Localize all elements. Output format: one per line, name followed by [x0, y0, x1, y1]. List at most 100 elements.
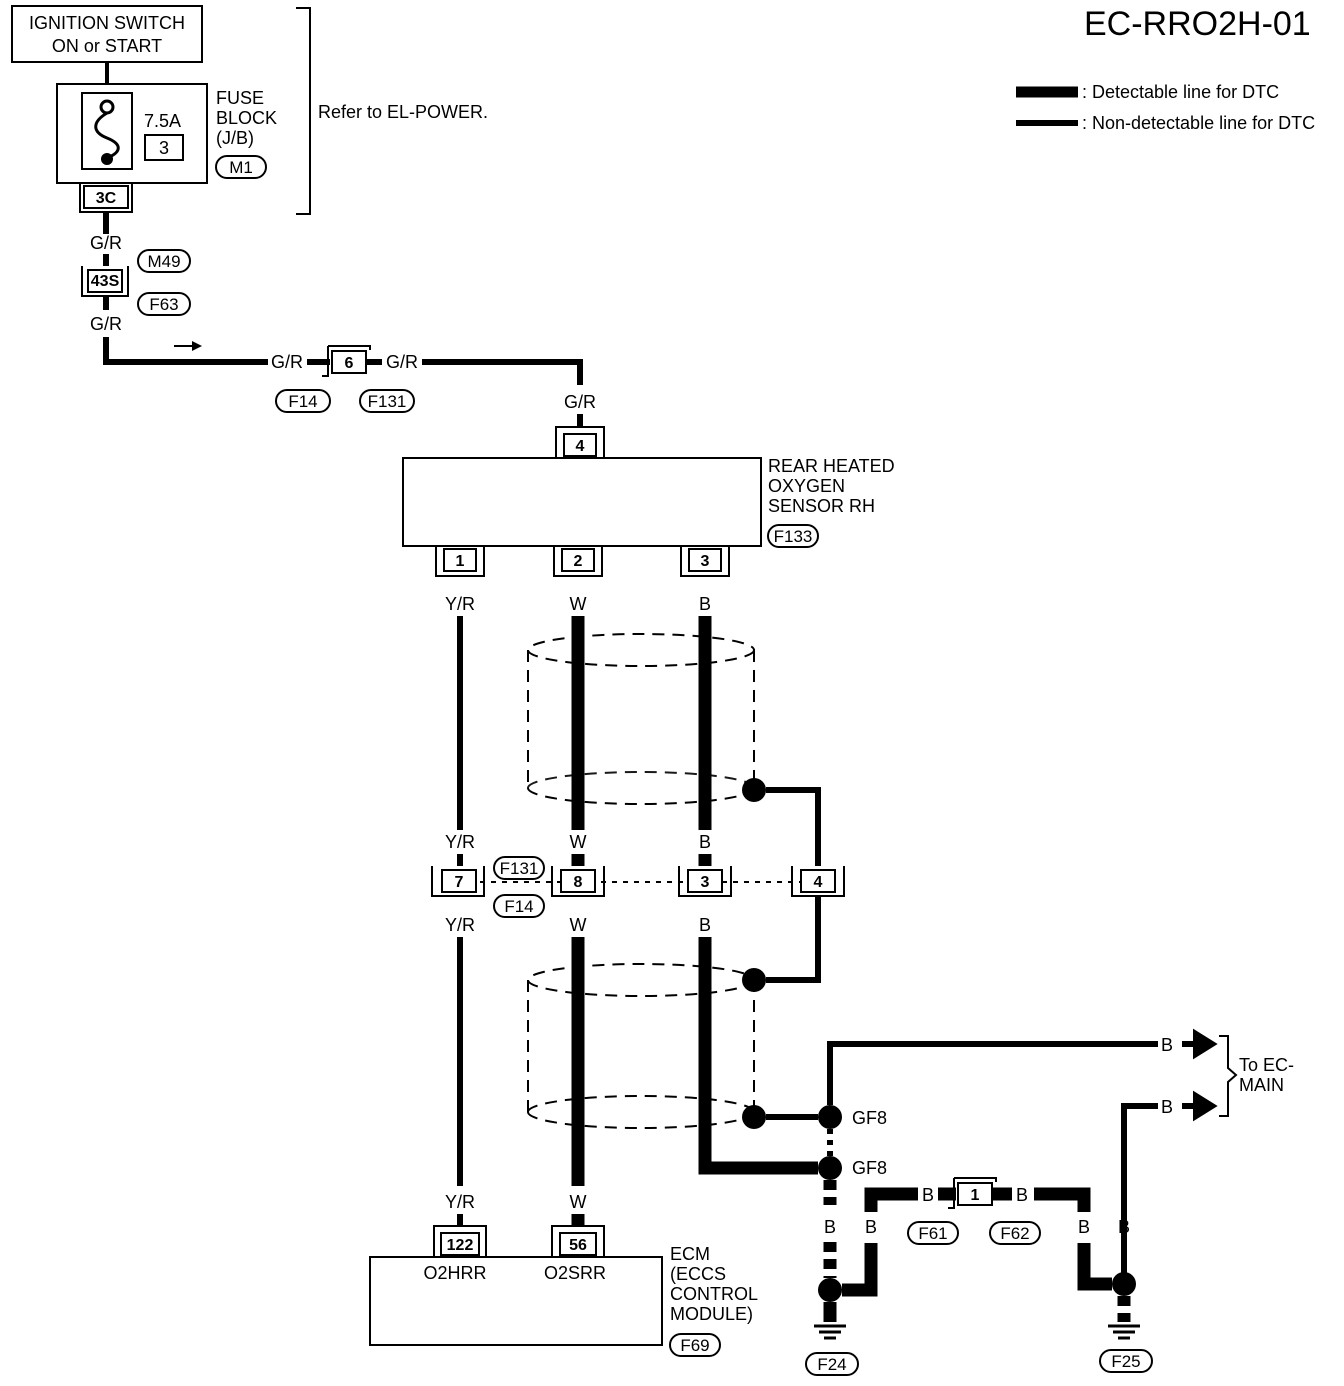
ecm-line3: CONTROL: [670, 1284, 758, 1304]
sensor-pin-1: 1: [456, 553, 465, 570]
ecm-box: [369, 1256, 663, 1346]
fuse-number: 3: [159, 138, 169, 158]
ecm-line1: ECM: [670, 1244, 710, 1264]
connector-f131-top: F131: [368, 392, 407, 411]
fuse-label1: FUSE: [216, 88, 264, 108]
fuse-connector-m1: M1: [229, 158, 253, 177]
shield-ground-dot-3: [742, 1105, 766, 1129]
ecm-term-o2srr: O2SRR: [544, 1263, 606, 1283]
sensor-line2: OXYGEN: [768, 476, 845, 496]
wire-b-3: B: [699, 915, 711, 935]
sensor-line3: SENSOR RH: [768, 496, 875, 516]
wire-yr-3: Y/R: [445, 915, 475, 935]
connector-f24: F24: [817, 1355, 846, 1374]
connector-m49: M49: [147, 252, 180, 271]
wire-yr-1: Y/R: [445, 594, 475, 614]
arrow-right-icon-1: [1182, 1028, 1218, 1060]
wire-w-1: W: [570, 594, 587, 614]
wire-b-f25a: B: [1078, 1217, 1090, 1237]
fuse-label3: (J/B): [216, 128, 254, 148]
legend-detectable: : Detectable line for DTC: [1082, 82, 1279, 102]
to-ec-main-line2: MAIN: [1239, 1075, 1284, 1095]
wire-b-to-main-1: B: [1161, 1035, 1173, 1055]
arrow-right-icon-2: [1182, 1090, 1218, 1122]
connector-f69: F69: [680, 1336, 709, 1355]
joint-pin-7: 7: [455, 874, 464, 891]
arrow-right-icon: [192, 341, 202, 351]
connector-6: 6: [345, 355, 354, 372]
wire-w-4: W: [570, 1192, 587, 1212]
connector-f133: F133: [774, 527, 813, 546]
gf8-label-2: GF8: [852, 1158, 887, 1178]
wire-gr-3: G/R: [271, 352, 303, 372]
ignition-line1: IGNITION SWITCH: [29, 13, 185, 33]
fuse-label2: BLOCK: [216, 108, 277, 128]
fuse-icon: [94, 111, 120, 160]
gf8-dot-2: [818, 1156, 842, 1180]
fuse-terminal: 3C: [96, 190, 117, 207]
connector-f25: F25: [1111, 1352, 1140, 1371]
wire-b-f61: B: [922, 1185, 934, 1205]
wire-b-f62: B: [1016, 1185, 1028, 1205]
ecm-pin-122: 122: [447, 1237, 474, 1254]
ignition-line2: ON or START: [52, 36, 162, 56]
sensor-pin-1-group: 1: [435, 546, 485, 577]
ground-dot-f25: [1112, 1272, 1136, 1296]
joint-pin-8: 8: [574, 874, 583, 891]
joint-pin-4-group: 4: [791, 866, 845, 897]
shield-ground-dot-1: [742, 778, 766, 802]
shield-ground-dot-2: [742, 968, 766, 992]
wire-b-2: B: [699, 832, 711, 852]
sensor-line1: REAR HEATED: [768, 456, 895, 476]
wire-b-f24b: B: [865, 1217, 877, 1237]
power-note: Refer to EL-POWER.: [318, 102, 488, 122]
connector-f14-mid: F14: [504, 897, 533, 916]
sensor-pin-4: 4: [576, 438, 585, 455]
connector-f14-top: F14: [288, 392, 317, 411]
wire-gr-2: G/R: [90, 314, 122, 334]
ground-dot-f24: [818, 1278, 842, 1302]
wire-b-lower: [698, 937, 818, 1175]
ground-symbol-f24: [814, 1324, 846, 1340]
joint-pin-3: 3: [701, 874, 710, 891]
gf8-label-1: GF8: [852, 1108, 887, 1128]
wire-b-f25b: B: [1118, 1217, 1130, 1237]
to-ec-main-line1: To EC-: [1239, 1055, 1294, 1075]
sensor-pin-3-group: 3: [680, 546, 730, 577]
connector-f61: F61: [918, 1224, 947, 1243]
wire-gr-1: G/R: [90, 233, 122, 253]
page-title: EC-RRO2H-01: [1084, 5, 1311, 43]
connector-f62: F62: [1000, 1224, 1029, 1243]
wire-b-f24a: B: [824, 1217, 836, 1237]
wire-w-3: W: [570, 915, 587, 935]
gf8-dot-1: [818, 1105, 842, 1129]
ground-symbol-f25: [1108, 1324, 1140, 1340]
wire-yr-2: Y/R: [445, 832, 475, 852]
joint-pin-8-group: 8: [551, 866, 605, 897]
wire-b-1: B: [699, 594, 711, 614]
wire-b-to-main-2: B: [1161, 1097, 1173, 1117]
ecm-line2: (ECCS: [670, 1264, 726, 1284]
fuse-rating: 7.5A: [144, 111, 181, 131]
wire-w-2: W: [570, 832, 587, 852]
sensor-pin-3: 3: [701, 553, 710, 570]
connector-43s: 43S: [91, 273, 120, 290]
upper-shield: [527, 633, 755, 805]
connector-f63: F63: [149, 295, 178, 314]
legend-non-detectable: : Non-detectable line for DTC: [1082, 113, 1315, 133]
ecm-term-o2hrr: O2HRR: [423, 1263, 486, 1283]
wire-gr-4: G/R: [386, 352, 418, 372]
connector-1: 1: [971, 1187, 980, 1204]
joint-pin-3-group: 3: [678, 866, 732, 897]
lower-shield: [527, 963, 755, 1129]
ecm-line4: MODULE): [670, 1304, 753, 1324]
sensor-pin-2-group: 2: [553, 546, 603, 577]
ignition-switch-box: [11, 5, 203, 63]
sensor-pin-2: 2: [574, 553, 583, 570]
oxygen-sensor-box: [402, 457, 762, 547]
connector-f131-mid: F131: [500, 859, 539, 878]
power-bracket: [296, 7, 311, 215]
ecm-pin-56: 56: [569, 1237, 587, 1254]
wire-gr-5: G/R: [564, 392, 596, 412]
